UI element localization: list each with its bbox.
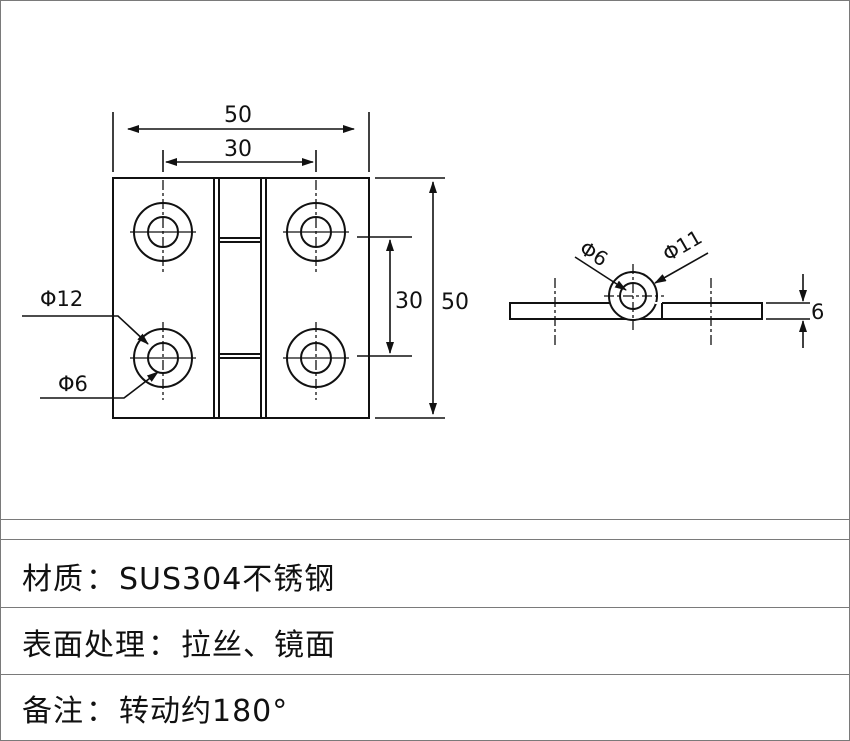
side-view-centerlines xyxy=(554,264,712,345)
spec-divider-2 xyxy=(0,674,850,675)
dimension-lines xyxy=(22,112,445,419)
spec-divider-1 xyxy=(0,607,850,608)
spec-label-surface: 表面处理 xyxy=(22,628,146,663)
spec-value-surface: 拉丝、镜面 xyxy=(181,628,336,663)
hinge-plate-outline xyxy=(112,177,370,419)
spec-row-surface: 表面处理 ： 拉丝、镜面 xyxy=(0,609,850,675)
spec-value-material: SUS304不锈钢 xyxy=(119,562,336,597)
side-view-dims xyxy=(574,252,810,348)
spec-row-material: 材质 ： SUS304不锈钢 xyxy=(0,543,850,609)
dim-hole-spacing-v: 30 xyxy=(395,289,423,314)
mounting-holes xyxy=(130,180,349,400)
spec-colon: ： xyxy=(86,694,117,729)
spec-label-material: 材质 xyxy=(22,562,84,597)
hinge-technical-drawing: 50 30 30 50 Φ12 Φ6 Φ6 Φ11 6 xyxy=(0,103,850,520)
spec-colon: ： xyxy=(86,562,117,597)
spec-value-remark: 转动约180° xyxy=(119,694,289,729)
dim-side-hole: Φ6 xyxy=(575,236,612,271)
dim-counterbore: Φ12 xyxy=(40,287,83,311)
hole-bottom-left xyxy=(130,322,196,400)
dim-thickness: 6 xyxy=(811,300,824,324)
spec-row-remark: 备注 ： 转动约180° xyxy=(0,675,850,741)
spec-divider-0 xyxy=(0,539,850,540)
dim-knuckle: Φ11 xyxy=(659,225,707,266)
spec-colon: ： xyxy=(148,628,179,663)
spec-label-remark: 备注 xyxy=(22,694,84,729)
dim-hole-spacing-h: 30 xyxy=(224,137,252,162)
dim-height-total: 50 xyxy=(441,290,469,315)
front-view xyxy=(112,177,370,419)
hole-bottom-right xyxy=(283,322,349,400)
dim-width-total: 50 xyxy=(224,103,252,128)
hole-top-right xyxy=(283,180,349,272)
dim-hole: Φ6 xyxy=(58,372,88,396)
hole-top-left xyxy=(130,180,196,272)
